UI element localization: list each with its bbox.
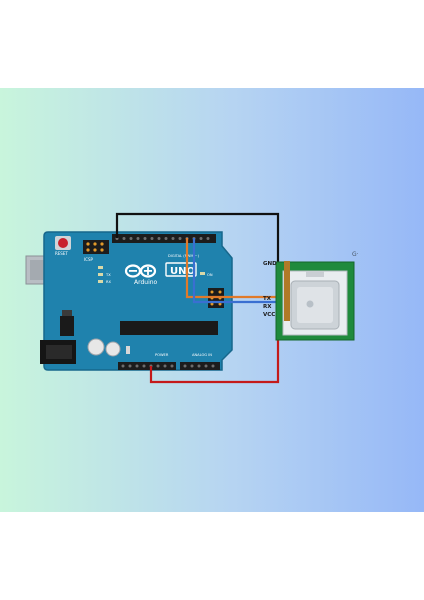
icsp-label: ICSP: [84, 257, 94, 262]
gps-pin-vcc-label: VCC: [263, 312, 275, 318]
voltage-regulator: [60, 316, 74, 336]
on-led-label: ON: [207, 273, 213, 277]
analog-pin-header: [180, 362, 220, 370]
icsp-header-top: [83, 240, 109, 254]
arduino-gps-wiring-diagram: RESET ICSP DIGITAL (PWM ~): [25, 212, 359, 384]
arduino-uno-board: RESET ICSP DIGITAL (PWM ~): [25, 231, 233, 371]
wire-rx: [192, 238, 289, 304]
reset-label: RESET: [55, 251, 68, 256]
wire-tx: [185, 238, 289, 299]
power-pin-header: [118, 362, 176, 370]
power-label: POWER: [155, 353, 169, 357]
module-partial-label: G·: [352, 251, 359, 258]
digital-pin-header: [112, 234, 216, 243]
arduino-logo: [124, 262, 197, 278]
gps-pin-rx-label: RX: [263, 304, 272, 310]
gps-pin-gnd-label: GND: [263, 261, 277, 267]
status-leds: [98, 266, 205, 283]
digital-label: DIGITAL (PWM ~): [168, 254, 200, 258]
board-model-label: UNO: [170, 266, 195, 277]
rx-led-label: RX: [106, 280, 111, 284]
reset-button[interactable]: [55, 236, 71, 250]
gps-module: [275, 261, 355, 341]
board-body: [43, 231, 233, 371]
tx-led-label: TX: [105, 273, 111, 277]
microcontroller-chip: [120, 321, 218, 335]
board-brand-label: Arduino: [134, 279, 158, 286]
capacitors: [87, 338, 130, 357]
analog-label: ANALOG IN: [192, 353, 212, 357]
gps-pin-tx-label: TX: [263, 296, 272, 302]
